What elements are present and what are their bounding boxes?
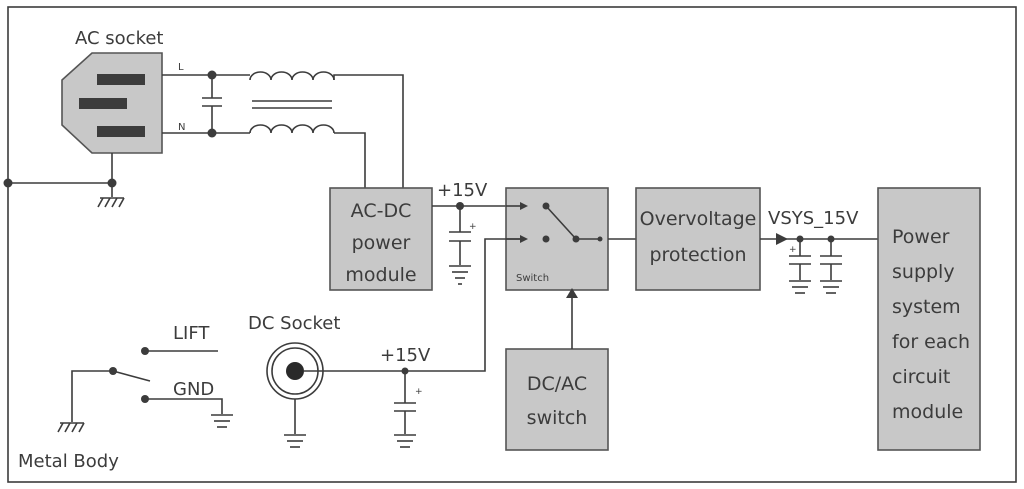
plus15v-top-label: +15V	[437, 180, 488, 201]
overvoltage-protection-block	[635, 187, 761, 291]
dcac-control-arrow	[566, 288, 578, 349]
pss-line-2: supply	[892, 261, 955, 283]
line-label: L	[178, 62, 184, 73]
dc-socket-label: DC Socket	[248, 313, 340, 334]
diagram-frame	[7, 6, 1017, 483]
pss-line-3: system	[892, 296, 961, 318]
lift-label: LIFT	[173, 323, 210, 344]
mains-wiring	[162, 70, 404, 188]
pss-line-4: for each	[892, 331, 970, 353]
neutral-label: N	[178, 122, 185, 133]
dc-socket	[266, 342, 324, 448]
ovp-line-1: Overvoltage	[640, 208, 757, 230]
acdc-line-1: AC-DC	[351, 200, 412, 222]
gnd-label: GND	[173, 379, 214, 400]
switch-small-label: Switch	[516, 273, 549, 284]
acdc-line-3: module	[345, 264, 416, 286]
cap-plus-3: +	[415, 387, 423, 397]
cap-plus-1: +	[469, 222, 477, 232]
switch-contacts	[506, 202, 603, 243]
dcac-line-1: DC/AC	[527, 373, 587, 395]
metal-body-label: Metal Body	[18, 451, 119, 472]
plus15v-bottom-label: +15V	[380, 345, 431, 366]
ac-socket	[61, 52, 163, 154]
acdc-line-2: power	[352, 232, 411, 254]
acdc-power-module	[329, 187, 433, 291]
cap-plus-2: +	[789, 245, 797, 255]
ovp-line-2: protection	[649, 244, 746, 266]
pss-line-6: module	[892, 401, 963, 423]
plus15v-bus-bottom	[304, 238, 520, 448]
ground-lift-switch	[57, 347, 233, 433]
pss-line-1: Power	[892, 226, 950, 248]
earth-wiring	[3, 153, 125, 208]
dcac-switch-block	[505, 348, 609, 451]
dcac-line-2: switch	[527, 407, 588, 429]
vsys-label: VSYS_15V	[768, 208, 859, 229]
pss-line-5: circuit	[892, 366, 950, 388]
power-supply-system-block	[877, 187, 981, 451]
vsys-bus	[760, 233, 878, 294]
ac-socket-label: AC socket	[75, 28, 164, 49]
